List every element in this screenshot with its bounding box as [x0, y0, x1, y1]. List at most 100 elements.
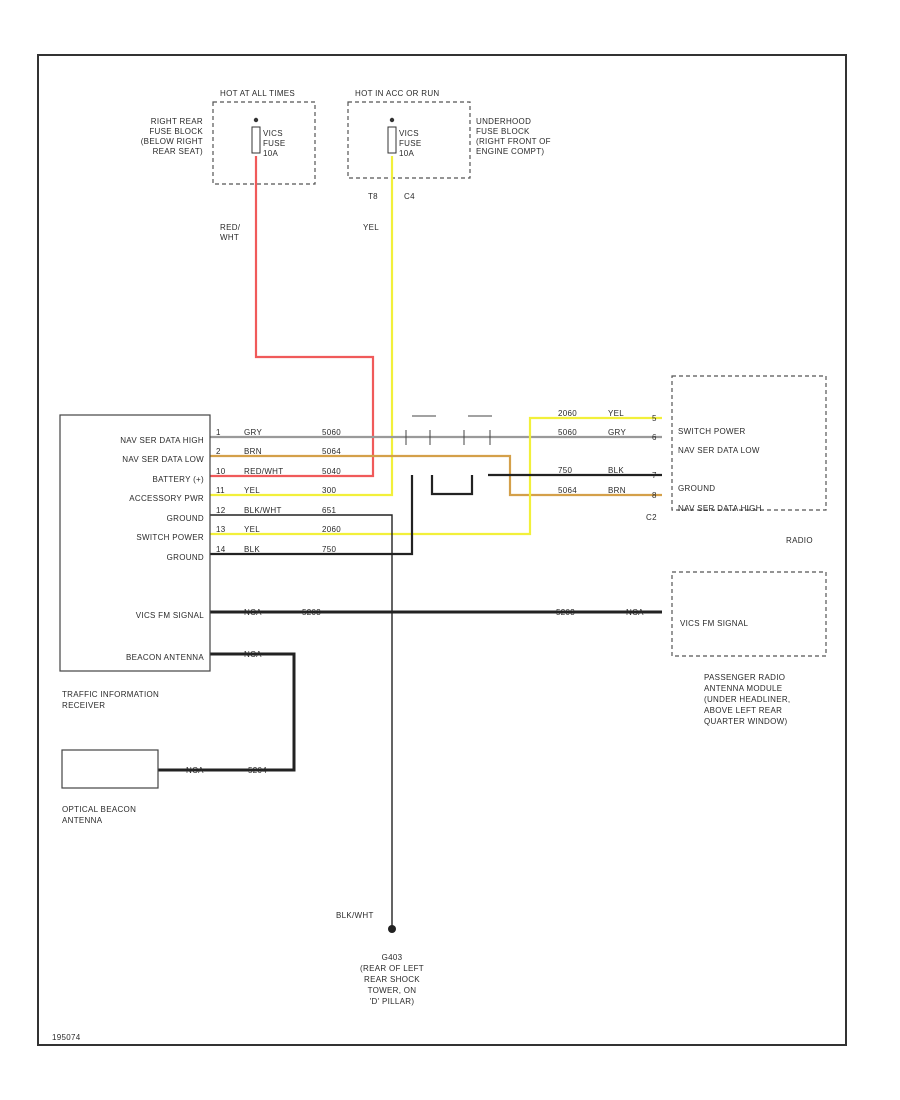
- svg-text:(BELOW RIGHT: (BELOW RIGHT: [141, 137, 203, 146]
- radio-pin-label: NAV SER DATA LOW: [678, 446, 760, 455]
- svg-text:REAR SEAT): REAR SEAT): [153, 147, 203, 156]
- receiver-pin-label: BEACON ANTENNA: [126, 653, 204, 662]
- svg-text:ANTENNA MODULE: ANTENNA MODULE: [704, 684, 782, 693]
- svg-text:5203: 5203: [556, 608, 575, 617]
- receiver-wire-color: YEL: [244, 486, 260, 495]
- radio-connector-label: C2: [646, 513, 657, 522]
- receiver-pin-labels: NAV SER DATA HIGH NAV SER DATA LOW BATTERY…: [120, 436, 204, 662]
- radio-pin-label: SWITCH POWER: [678, 427, 746, 436]
- yel-riser-label: YEL: [363, 223, 379, 232]
- receiver-pin-label: NAV SER DATA LOW: [122, 455, 204, 464]
- receiver-pin-label: NAV SER DATA HIGH: [120, 436, 204, 445]
- receiver-circuit-number: 300: [322, 486, 336, 495]
- svg-text:'D' PILLAR): 'D' PILLAR): [370, 997, 415, 1006]
- svg-text:ABOVE LEFT REAR: ABOVE LEFT REAR: [704, 706, 782, 715]
- receiver-circuit-number: 5064: [322, 447, 341, 456]
- optical-beacon-antenna-box: [61, 749, 159, 789]
- receiver-wire-color: GRY: [244, 428, 262, 437]
- optical-beacon-name-1: OPTICAL BEACON: [62, 805, 136, 814]
- fuse-hot-all-header: HOT AT ALL TIMES: [220, 89, 295, 98]
- receiver-pin-label: GROUND: [167, 514, 204, 523]
- fuse-hot-acc-header: HOT IN ACC OR RUN: [355, 89, 440, 98]
- diagram-id: 195074: [52, 1033, 81, 1042]
- red-wht-label-1: RED/: [220, 223, 241, 232]
- svg-text:NCA: NCA: [244, 650, 262, 659]
- receiver-circuit-number: 651: [322, 506, 336, 515]
- receiver-pin-number: 1: [216, 428, 221, 437]
- svg-text:(REAR OF LEFT: (REAR OF LEFT: [360, 964, 424, 973]
- radio-wire-color: BLK: [608, 466, 624, 475]
- radio-pin-number: 8: [652, 491, 657, 500]
- fuse-hot-all-name: VICS: [263, 129, 283, 138]
- antenna-module-box: [671, 571, 827, 657]
- receiver-circuit-number: 750: [322, 545, 336, 554]
- radio-wire-color: YEL: [608, 409, 624, 418]
- antenna-module-label: PASSENGER RADIO ANTENNA MODULE (UNDER HE…: [704, 673, 790, 726]
- receiver-wire-color: BLK: [244, 545, 260, 554]
- receiver-wire-color: YEL: [244, 525, 260, 534]
- radio-circuit-number: 750: [558, 466, 572, 475]
- svg-text:ENGINE COMPT): ENGINE COMPT): [476, 147, 544, 156]
- receiver-pin-number: 13: [216, 525, 226, 534]
- svg-text:QUARTER WINDOW): QUARTER WINDOW): [704, 717, 787, 726]
- radio-pin-number: 7: [652, 471, 657, 480]
- svg-text:REAR SHOCK: REAR SHOCK: [364, 975, 420, 984]
- radio-circuit-number: 2060: [558, 409, 577, 418]
- antenna-module-pin: VICS FM SIGNAL: [680, 619, 748, 628]
- svg-text:5204: 5204: [248, 766, 267, 775]
- svg-text:UNDERHOOD: UNDERHOOD: [476, 117, 531, 126]
- receiver-name-1: TRAFFIC INFORMATION: [62, 690, 159, 699]
- receiver-pin-number: 14: [216, 545, 226, 554]
- receiver-wire-color: BRN: [244, 447, 262, 456]
- svg-text:5203: 5203: [302, 608, 321, 617]
- fuse-hot-at-all-times: HOT AT ALL TIMES VICS FUSE 10A: [212, 89, 316, 185]
- fuse-hot-in-acc-or-run: HOT IN ACC OR RUN VICS FUSE 10A: [347, 89, 471, 179]
- radio-pin-labels: SWITCH POWER NAV SER DATA LOW GROUND NAV SE…: [678, 427, 762, 513]
- svg-text:PASSENGER RADIO: PASSENGER RADIO: [704, 673, 785, 682]
- svg-text:FUSE BLOCK: FUSE BLOCK: [476, 127, 530, 136]
- fuse-hot-acc-type: FUSE: [399, 139, 422, 148]
- radio-wire-color: GRY: [608, 428, 626, 437]
- svg-text:NCA: NCA: [626, 608, 644, 617]
- radio-name: RADIO: [786, 536, 813, 545]
- traffic-information-receiver-box: [59, 414, 211, 672]
- ground-wire-1: [210, 514, 393, 928]
- receiver-pin-number: 11: [216, 486, 225, 495]
- optical-beacon-name-2: ANTENNA: [62, 816, 103, 825]
- receiver-pin-number: 10: [216, 467, 226, 476]
- ground-location-label: G403 (REAR OF LEFT REAR SHOCK TOWER, ON …: [360, 953, 424, 1006]
- receiver-pin-number: 2: [216, 447, 221, 456]
- ground-splice-wire: [430, 475, 474, 496]
- ground-wire-color: BLK/WHT: [336, 911, 374, 920]
- receiver-pin-label: VICS FM SIGNAL: [136, 611, 204, 620]
- svg-text:(UNDER HEADLINER,: (UNDER HEADLINER,: [704, 695, 790, 704]
- diagram-frame: [37, 54, 847, 1046]
- radio-circuit-number: 5064: [558, 486, 577, 495]
- svg-text:RIGHT REAR: RIGHT REAR: [151, 117, 203, 126]
- ground-point: [388, 925, 396, 933]
- radio-box: [671, 375, 827, 511]
- radio-pin-label: GROUND: [678, 484, 715, 493]
- receiver-pin-label: GROUND: [167, 553, 204, 562]
- right-rear-fuse-block-label: RIGHT REAR FUSE BLOCK (BELOW RIGHT REAR …: [141, 117, 203, 156]
- receiver-pin-label: SWITCH POWER: [136, 533, 204, 542]
- svg-text:FUSE BLOCK: FUSE BLOCK: [149, 127, 203, 136]
- receiver-circuit-number: 5040: [322, 467, 341, 476]
- receiver-pin-label: BATTERY (+): [152, 475, 204, 484]
- beacon-coax-tags: NCA NCA 5204: [186, 650, 267, 775]
- fuse-hot-acc-name: VICS: [399, 129, 419, 138]
- vics-coax-tags: NCA 5203 5203 NCA: [244, 608, 644, 617]
- splice-stubs: [405, 415, 492, 445]
- underhood-fuse-block-label: UNDERHOOD FUSE BLOCK (RIGHT FRONT OF ENG…: [476, 117, 551, 156]
- receiver-wire-color: BLK/WHT: [244, 506, 282, 515]
- red-wht-label-2: WHT: [220, 233, 239, 242]
- svg-text:TOWER, ON: TOWER, ON: [368, 986, 417, 995]
- radio-pin-number: 6: [652, 433, 657, 442]
- svg-text:NCA: NCA: [186, 766, 204, 775]
- connector-t8-label: T8: [368, 192, 378, 201]
- radio-pin-label: NAV SER DATA HIGH: [678, 504, 762, 513]
- svg-text:NCA: NCA: [244, 608, 262, 617]
